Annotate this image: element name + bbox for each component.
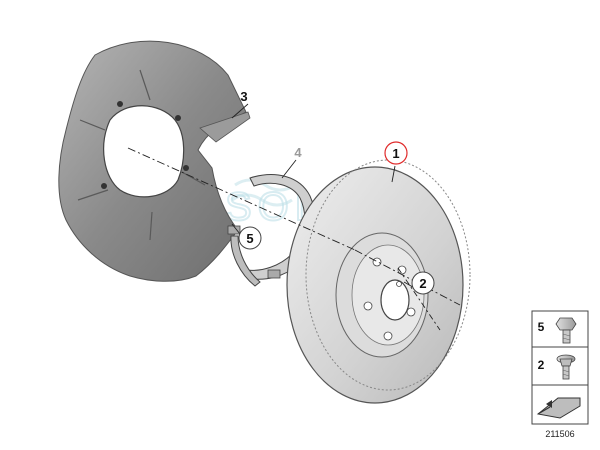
callout-label-bolt: 5 — [246, 231, 253, 246]
brake-disc — [286, 159, 471, 404]
callout-label-screw: 2 — [419, 276, 426, 291]
axis-lines — [127, 103, 461, 331]
screw-icon — [556, 354, 576, 380]
parts-legend: 5 2 — [531, 310, 589, 425]
callout-label-disc: 1 — [392, 146, 399, 161]
callout-3: 3 — [240, 89, 247, 104]
legend-bolt: 5 — [538, 317, 577, 344]
reference-number: 211506 — [545, 429, 574, 439]
callout-1: 1 — [384, 141, 408, 165]
callout-4: 4 — [294, 145, 302, 160]
legend-screw: 2 — [538, 354, 576, 380]
callout-5: 5 — [238, 226, 262, 250]
callout-2: 2 — [411, 271, 435, 295]
brake-dust-shield — [58, 40, 251, 282]
legend-bolt-label: 5 — [538, 320, 545, 334]
callout-label-shield: 3 — [240, 89, 247, 104]
shim-icon — [536, 397, 581, 419]
bolt-icon — [555, 317, 577, 344]
legend-screw-label: 2 — [538, 358, 545, 372]
callout-label-shoe: 4 — [294, 145, 302, 160]
